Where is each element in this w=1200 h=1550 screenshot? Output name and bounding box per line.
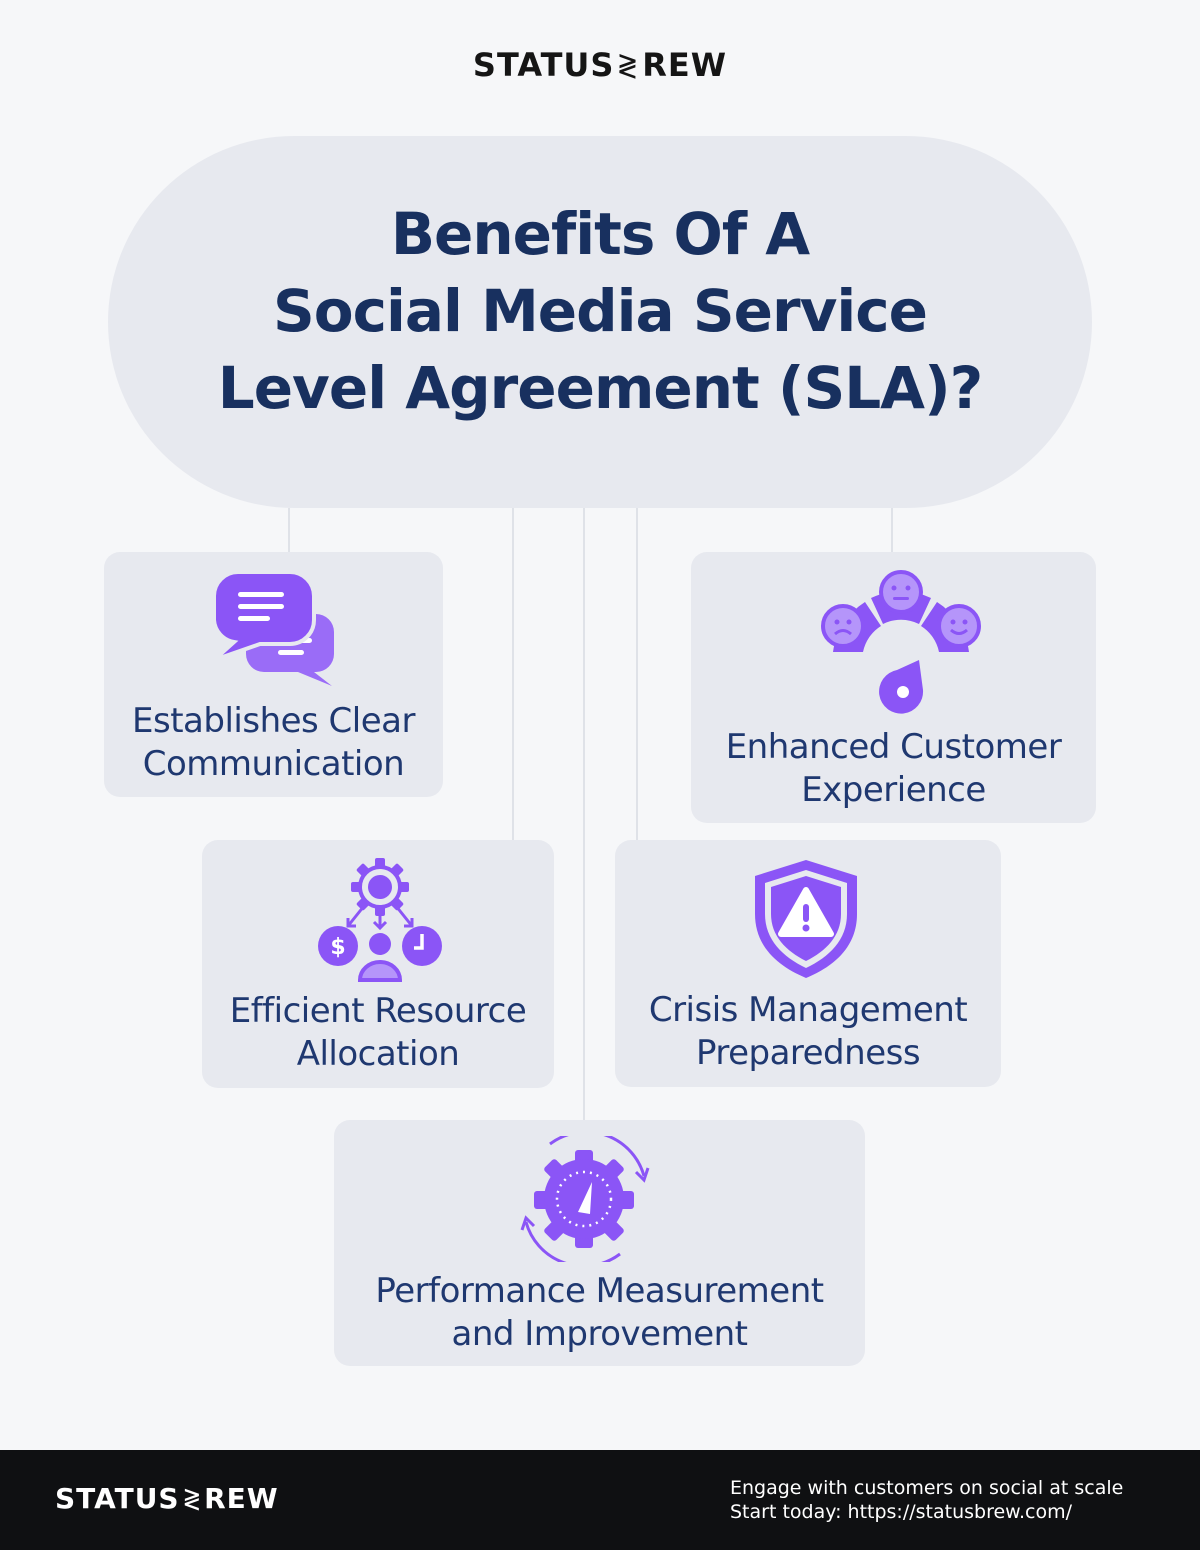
footer-line-1: Engage with customers on social at scale <box>730 1477 1124 1499</box>
logo-text-left: STATUS <box>55 1482 180 1515</box>
svg-text:$: $ <box>330 935 345 960</box>
hero-pill <box>108 136 1092 508</box>
logo-mark: ≷ <box>617 46 640 84</box>
title-line: Benefits Of A <box>390 200 810 268</box>
footer-line-2[interactable]: Start today: https://statusbrew.com/ <box>730 1501 1072 1523</box>
title-line: Social Media Service <box>273 277 928 345</box>
resource-allocation-icon: $ <box>318 858 442 982</box>
connector-line <box>512 508 514 840</box>
connector-line <box>891 508 893 552</box>
logo-text-right: REW <box>204 1482 279 1515</box>
footer-tagline: Engage with customers on social at scale… <box>730 1476 1123 1524</box>
satisfaction-meter-icon <box>821 570 981 714</box>
benefit-card-performance: Performance Measurement and Improvement <box>334 1120 865 1366</box>
connector-line <box>636 508 638 840</box>
top-logo: STATUS≷REW <box>0 46 1200 84</box>
footer-logo: STATUS≷REW <box>55 1482 279 1515</box>
logo-text-right: REW <box>642 46 728 84</box>
logo-text-left: STATUS <box>472 46 615 84</box>
connector-line <box>583 508 585 1120</box>
title-line: Level Agreement (SLA)? <box>217 354 983 422</box>
benefit-label: Establishes Clear Communication <box>132 701 415 784</box>
benefit-card-resources: $ Efficient Resource Allocation <box>202 840 554 1088</box>
benefit-card-experience: Enhanced Customer Experience <box>691 552 1096 823</box>
connector-line <box>288 508 290 552</box>
benefit-label: Enhanced Customer Experience <box>725 727 1062 810</box>
gear-gauge-icon <box>520 1136 650 1262</box>
benefit-label: Performance Measurement and Improvement <box>375 1271 824 1354</box>
warning-shield-icon <box>755 860 857 978</box>
benefit-label: Efficient Resource Allocation <box>229 991 527 1074</box>
footer-bar: STATUS≷REW Engage with customers on soci… <box>0 1450 1200 1550</box>
logo-mark: ≷ <box>182 1482 202 1515</box>
benefit-card-communication: Establishes Clear Communication <box>104 552 443 797</box>
page-title: Benefits Of A Social Media Service Level… <box>108 196 1092 427</box>
benefit-card-crisis: Crisis Management Preparedness <box>615 840 1001 1087</box>
benefit-label: Crisis Management Preparedness <box>648 990 968 1073</box>
chat-bubbles-icon <box>212 570 334 686</box>
